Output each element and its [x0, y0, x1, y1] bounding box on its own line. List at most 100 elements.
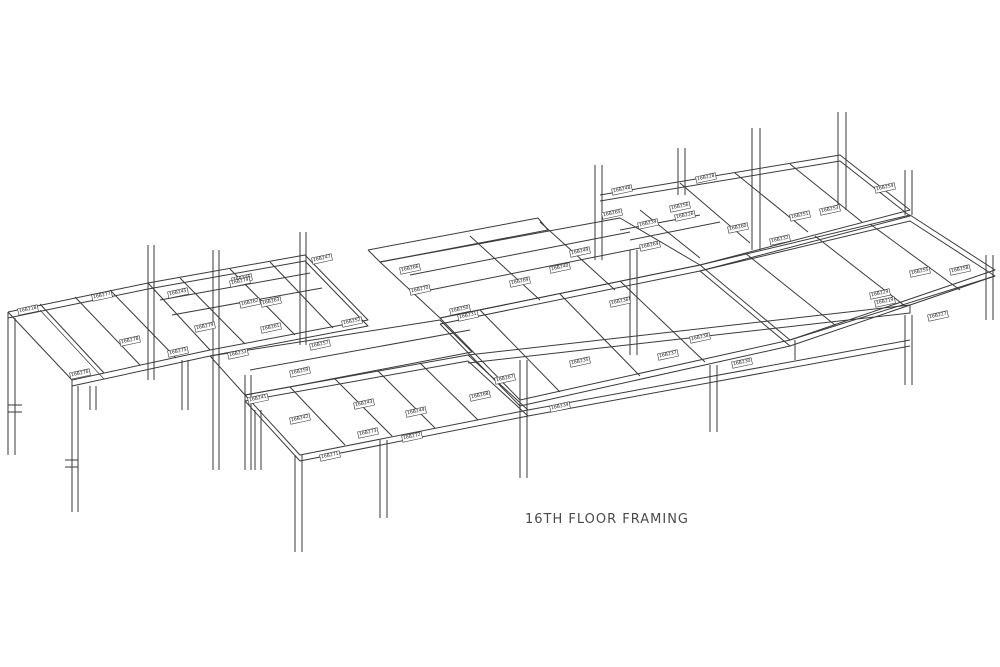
member-tag-label: 16B261 — [262, 323, 281, 333]
member-tag: 16B279 — [194, 321, 216, 333]
member-tag-label: 16B230 — [733, 358, 752, 368]
member-tag-label: 16B227 — [929, 311, 948, 321]
member-tag: 16B262 — [239, 297, 261, 309]
member-tag: 16B248 — [611, 184, 633, 196]
member-tag-label: 16B268 — [471, 391, 490, 401]
member-tag: 16B241 — [247, 393, 269, 405]
member-tag: 16B274 — [229, 276, 251, 288]
member-tag: 16B258 — [949, 264, 971, 276]
member-tag: 16B251 — [789, 210, 811, 222]
member-tag: 16B237 — [657, 349, 679, 361]
member-tag: 16B253 — [819, 204, 841, 216]
member-tag-label: 16B243 — [355, 399, 374, 409]
member-tag: 16B235 — [569, 356, 591, 368]
member-tag: 16B245 — [167, 287, 189, 299]
member-tag: 16B259 — [289, 366, 311, 378]
member-tag: 16B229 — [869, 288, 891, 300]
member-tag: 16B228 — [695, 172, 717, 184]
member-tag-label: 16B265 — [603, 209, 622, 219]
member-tag-label: 16B277 — [93, 291, 112, 301]
member-tag-label: 16B264 — [641, 241, 660, 251]
member-tag: 16B268 — [469, 390, 491, 402]
member-tag-label: 16B236 — [611, 297, 630, 307]
member-tag-label: 16B279 — [196, 322, 215, 332]
member-tag: 16B277 — [91, 290, 113, 302]
member-tag-label: 16B253 — [821, 205, 840, 215]
member-tag: 16B233 — [227, 348, 249, 360]
member-tag-label: 16B278 — [121, 336, 140, 346]
member-tag-label: 16B269 — [511, 277, 530, 287]
member-tag: 16B249 — [569, 246, 591, 258]
member-tag-label: 16B257 — [311, 340, 330, 350]
member-tag-label: 16B237 — [659, 350, 678, 360]
member-tag-label: 16B248 — [613, 185, 632, 195]
member-tag-label: 16B244 — [407, 407, 426, 417]
member-tag: 16B278 — [119, 335, 141, 347]
member-tag-label: 16B235 — [571, 357, 590, 367]
member-tag-label: 16B226 — [676, 211, 695, 221]
member-tag-label: 16B239 — [639, 219, 658, 229]
member-tag: 16B219 — [874, 296, 896, 308]
member-tag: 16B255 — [909, 266, 931, 278]
member-tag: 16B271 — [319, 450, 341, 462]
member-tag: 16B239 — [637, 218, 659, 230]
member-tag-label: 16B219 — [876, 297, 895, 307]
member-tag: 16B238 — [689, 332, 711, 344]
member-tag-label: 16B234 — [551, 402, 570, 412]
member-tag: 16B266 — [399, 263, 421, 275]
member-tag: 16B244 — [405, 406, 427, 418]
member-tag: 16B254 — [874, 182, 896, 194]
member-tag-label: 16B218 — [19, 305, 38, 315]
member-tag: 16B247 — [311, 253, 333, 265]
member-tag: 16B275 — [167, 346, 189, 358]
member-tag: 16B231 — [457, 310, 479, 322]
drawing-title: 16TH FLOOR FRAMING — [525, 512, 690, 527]
member-tag-label: 16B251 — [791, 211, 810, 221]
member-tag-label: 16B272 — [403, 432, 422, 442]
member-tag: 16B240 — [549, 262, 571, 274]
member-tag-label: 16B233 — [229, 349, 248, 359]
member-tag: 16B264 — [639, 240, 661, 252]
member-tag: 16B243 — [353, 398, 375, 410]
member-tag-label: 16B270 — [411, 285, 430, 295]
member-tag-label: 16B256 — [671, 202, 690, 212]
member-tag-label: 16B267 — [496, 374, 515, 384]
member-tag-label: 16B238 — [691, 333, 710, 343]
member-tag-label: 16B273 — [359, 428, 378, 438]
member-tag: 16B242 — [289, 413, 311, 425]
member-tag: 16B269 — [509, 276, 531, 288]
member-tag-label: 16B241 — [249, 394, 268, 404]
member-tag-label: 16B263 — [262, 297, 281, 307]
member-tag-label: 16B271 — [321, 451, 340, 461]
member-tag: 16B261 — [260, 322, 282, 334]
member-tag-label: 16B229 — [871, 289, 890, 299]
steel-frame-lines — [7, 112, 996, 552]
member-tag: 16B232 — [769, 234, 791, 246]
member-tag: 16B267 — [494, 373, 516, 385]
member-tag-label: 16B231 — [459, 311, 478, 321]
member-tag-label: 16B252 — [343, 317, 362, 327]
member-tag: 16B236 — [609, 296, 631, 308]
member-tag: 16B273 — [357, 427, 379, 439]
member-tag-label: 16B232 — [771, 235, 790, 245]
member-tag-label: 16B228 — [697, 173, 716, 183]
member-tag: 16B256 — [669, 201, 691, 213]
member-tag-label: 16B242 — [291, 414, 310, 424]
member-tag: 16B270 — [409, 284, 431, 296]
member-tag-label: 16B275 — [169, 347, 188, 357]
member-tag: 16B260 — [727, 222, 749, 234]
member-tag-label: 16B247 — [313, 254, 332, 264]
member-tag: 16B227 — [927, 310, 949, 322]
member-tag-layer: 16B21816B27716B27616B27816B24516B24616B2… — [17, 172, 971, 462]
member-tag: 16B257 — [309, 339, 331, 351]
member-tag: 16B272 — [401, 431, 423, 443]
member-tag-label: 16B249 — [571, 247, 590, 257]
member-tag-label: 16B260 — [729, 223, 748, 233]
member-tag: 16B265 — [601, 208, 623, 220]
member-tag: 16B234 — [549, 401, 571, 413]
member-tag-label: 16B255 — [911, 267, 930, 277]
member-tag-label: 16B262 — [241, 298, 260, 308]
member-tag: 16B230 — [731, 357, 753, 369]
member-tag: 16B263 — [260, 296, 282, 308]
